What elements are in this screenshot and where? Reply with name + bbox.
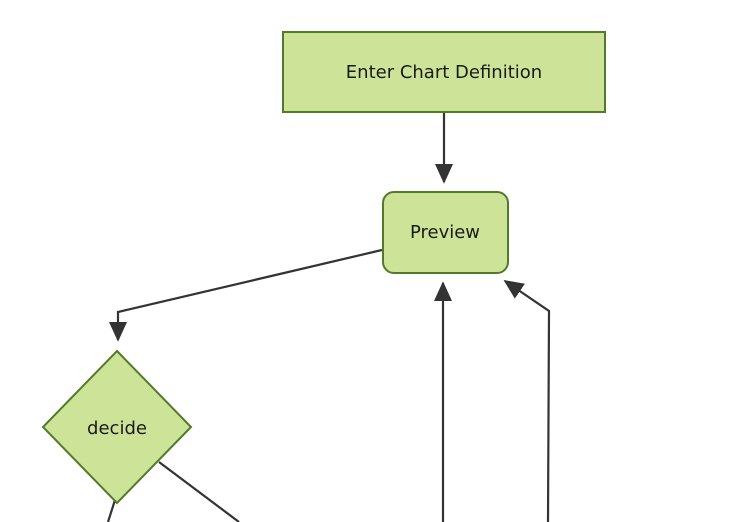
edge-decide-to-bottom-left[interactable] xyxy=(106,499,117,522)
edge-decide-to-bottom-right[interactable] xyxy=(158,461,240,522)
node-decide[interactable]: decide xyxy=(41,349,193,505)
node-decide-shape[interactable] xyxy=(41,349,193,505)
node-enter-chart-definition-shape[interactable] xyxy=(282,31,606,113)
node-enter-chart-definition[interactable]: Enter Chart Definition xyxy=(282,31,606,113)
edge-bottom-right-to-preview[interactable] xyxy=(503,280,551,522)
edge-preview-to-decide[interactable] xyxy=(108,248,383,342)
node-layer: Enter Chart Definition Preview decide xyxy=(41,31,606,505)
edge-layer xyxy=(106,113,551,522)
node-preview[interactable]: Preview xyxy=(382,191,509,274)
node-preview-shape[interactable] xyxy=(382,191,509,274)
